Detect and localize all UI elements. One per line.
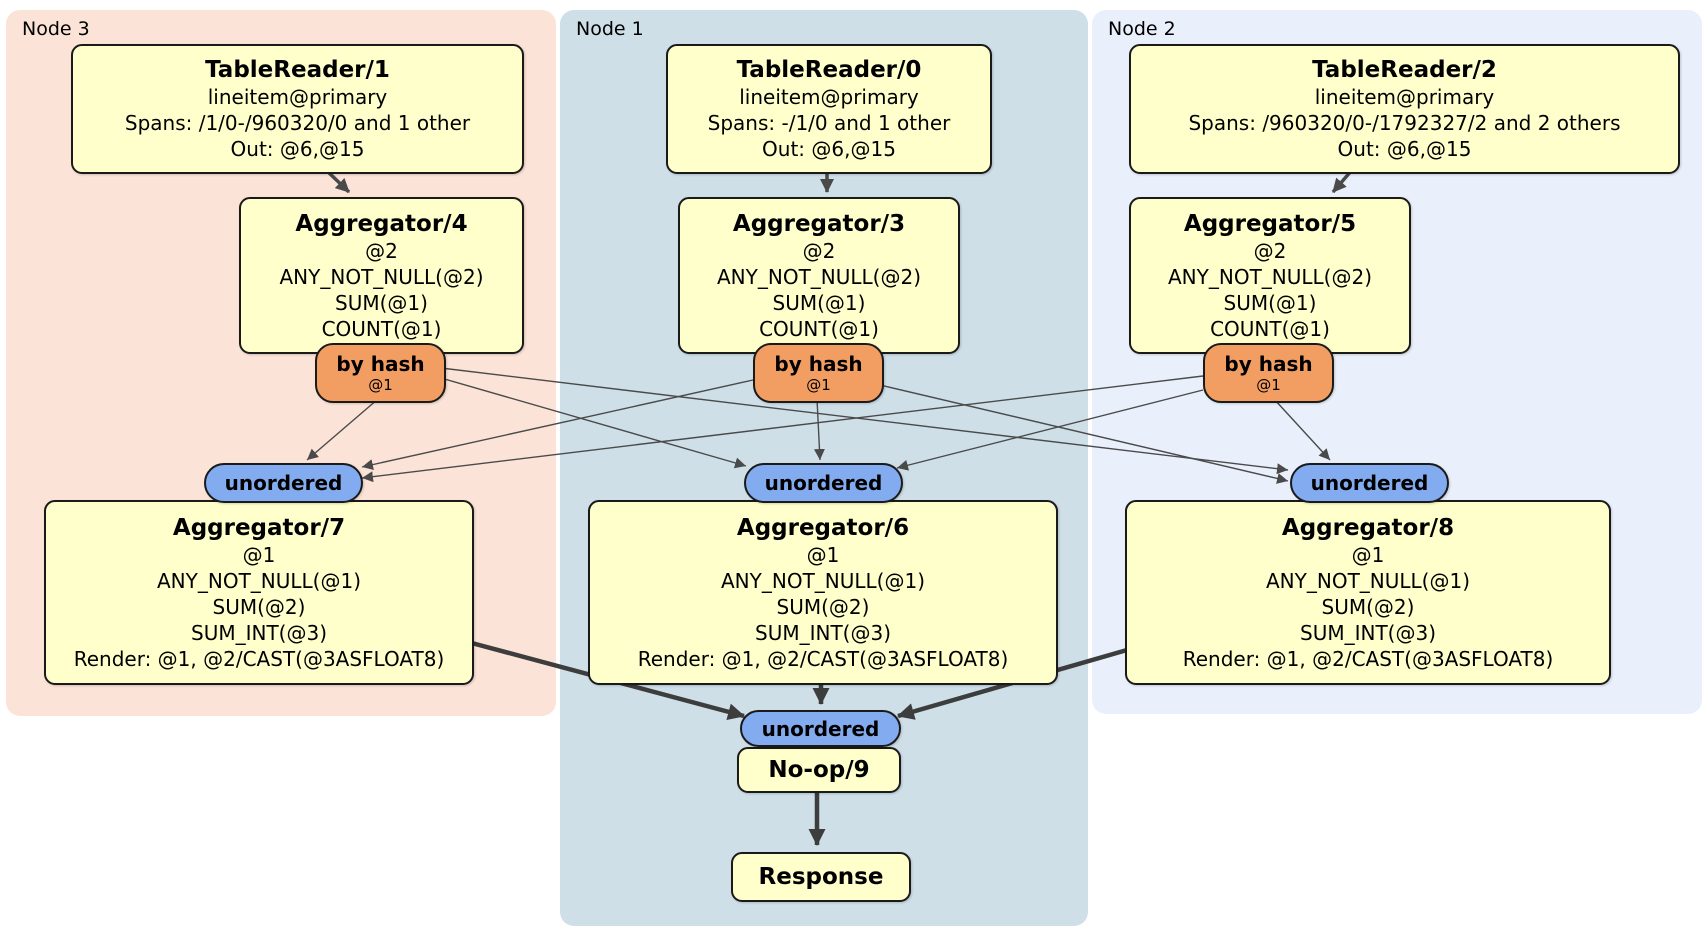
processor-aggregator-8: Aggregator/8 @1 ANY_NOT_NULL(@1) SUM(@2)… (1125, 500, 1611, 685)
router-label: by hash (1224, 352, 1313, 376)
agg-render-expr: Render: @1, @2/CAST(@3ASFLOAT8) (1182, 646, 1554, 671)
router-label: by hash (336, 352, 425, 376)
node-group-2-label: Node 2 (1108, 18, 1176, 40)
processor-tablereader-1: TableReader/1 lineitem@primary Spans: /1… (71, 44, 524, 174)
agg-fn: SUM_INT(@3) (191, 620, 327, 645)
agg-fn: SUM_INT(@3) (1300, 620, 1436, 645)
agg-fn: SUM(@1) (1223, 290, 1317, 315)
processor-aggregator-5: Aggregator/5 @2 ANY_NOT_NULL(@2) SUM(@1)… (1129, 197, 1411, 354)
agg-fn: ANY_NOT_NULL(@2) (279, 264, 484, 289)
router-label: by hash (774, 352, 863, 376)
response-node: Response (731, 852, 911, 902)
processor-aggregator-7: Aggregator/7 @1 ANY_NOT_NULL(@1) SUM(@2)… (44, 500, 474, 685)
router-by-hash-4: by hash @1 (315, 343, 446, 403)
processor-aggregator-3: Aggregator/3 @2 ANY_NOT_NULL(@2) SUM(@1)… (678, 197, 960, 354)
router-by-hash-5: by hash @1 (1203, 343, 1334, 403)
agg-fn: ANY_NOT_NULL(@2) (717, 264, 921, 289)
node-group-1-label: Node 1 (576, 18, 644, 40)
response-title: Response (758, 864, 884, 890)
agg-fn: SUM(@2) (776, 594, 870, 619)
agg-fn: ANY_NOT_NULL(@1) (721, 568, 925, 593)
processor-aggregator-4: Aggregator/4 @2 ANY_NOT_NULL(@2) SUM(@1)… (239, 197, 524, 354)
agg-group-cols: @2 (365, 238, 398, 263)
processor-aggregator-6: Aggregator/6 @1 ANY_NOT_NULL(@1) SUM(@2)… (588, 500, 1058, 685)
processor-tablereader-0: TableReader/0 lineitem@primary Spans: -/… (666, 44, 992, 174)
processor-title: TableReader/1 (205, 57, 390, 83)
agg-group-cols: @1 (1351, 542, 1385, 567)
agg-fn: COUNT(@1) (1210, 316, 1330, 341)
processor-out: Out: @6,@15 (1337, 137, 1472, 161)
agg-group-cols: @2 (802, 238, 836, 263)
processor-title: TableReader/0 (736, 57, 922, 83)
router-columns: @1 (1256, 376, 1281, 394)
processor-title: Aggregator/3 (732, 210, 906, 237)
processor-title: Aggregator/4 (295, 210, 468, 237)
agg-group-cols: @1 (806, 542, 840, 567)
agg-fn: SUM(@2) (1321, 594, 1415, 619)
agg-fn: SUM_INT(@3) (755, 620, 891, 645)
processor-title: Aggregator/8 (1281, 514, 1455, 541)
agg-fn: ANY_NOT_NULL(@2) (1168, 264, 1372, 289)
router-columns: @1 (368, 376, 393, 394)
processor-spans: Spans: /1/0-/960320/0 and 1 other (124, 111, 471, 135)
processor-spans: Spans: -/1/0 and 1 other (707, 111, 951, 135)
sync-unordered-right: unordered (1290, 463, 1449, 503)
node-group-3-label: Node 3 (22, 18, 90, 40)
processor-index: lineitem@primary (739, 85, 919, 109)
sync-unordered-middle: unordered (744, 463, 903, 503)
agg-fn: SUM(@1) (335, 290, 428, 315)
processor-title: Aggregator/6 (736, 514, 910, 541)
sync-unordered-final: unordered (740, 710, 901, 747)
agg-render-expr: Render: @1, @2/CAST(@3ASFLOAT8) (637, 646, 1009, 671)
processor-spans: Spans: /960320/0-/1792327/2 and 2 others (1188, 111, 1621, 135)
agg-group-cols: @2 (1253, 238, 1287, 263)
agg-render-expr: Render: @1, @2/CAST(@3ASFLOAT8) (73, 646, 445, 671)
processor-tablereader-2: TableReader/2 lineitem@primary Spans: /9… (1129, 44, 1680, 174)
router-by-hash-3: by hash @1 (753, 343, 884, 403)
processor-out: Out: @6,@15 (230, 137, 365, 161)
agg-fn: SUM(@1) (772, 290, 866, 315)
agg-group-cols: @1 (242, 542, 276, 567)
processor-title: TableReader/2 (1312, 57, 1497, 83)
agg-fn: ANY_NOT_NULL(@1) (157, 568, 361, 593)
agg-fn: COUNT(@1) (759, 316, 879, 341)
processor-noop: No-op/9 (737, 747, 901, 793)
processor-title: Aggregator/5 (1183, 210, 1357, 237)
processor-title: No-op/9 (768, 757, 870, 783)
agg-fn: ANY_NOT_NULL(@1) (1266, 568, 1470, 593)
router-columns: @1 (806, 376, 831, 394)
agg-fn: SUM(@2) (212, 594, 306, 619)
processor-index: lineitem@primary (1314, 85, 1495, 109)
processor-index: lineitem@primary (207, 85, 388, 109)
sync-unordered-left: unordered (204, 463, 363, 503)
agg-fn: COUNT(@1) (321, 316, 442, 341)
processor-out: Out: @6,@15 (762, 137, 896, 161)
processor-title: Aggregator/7 (172, 514, 346, 541)
